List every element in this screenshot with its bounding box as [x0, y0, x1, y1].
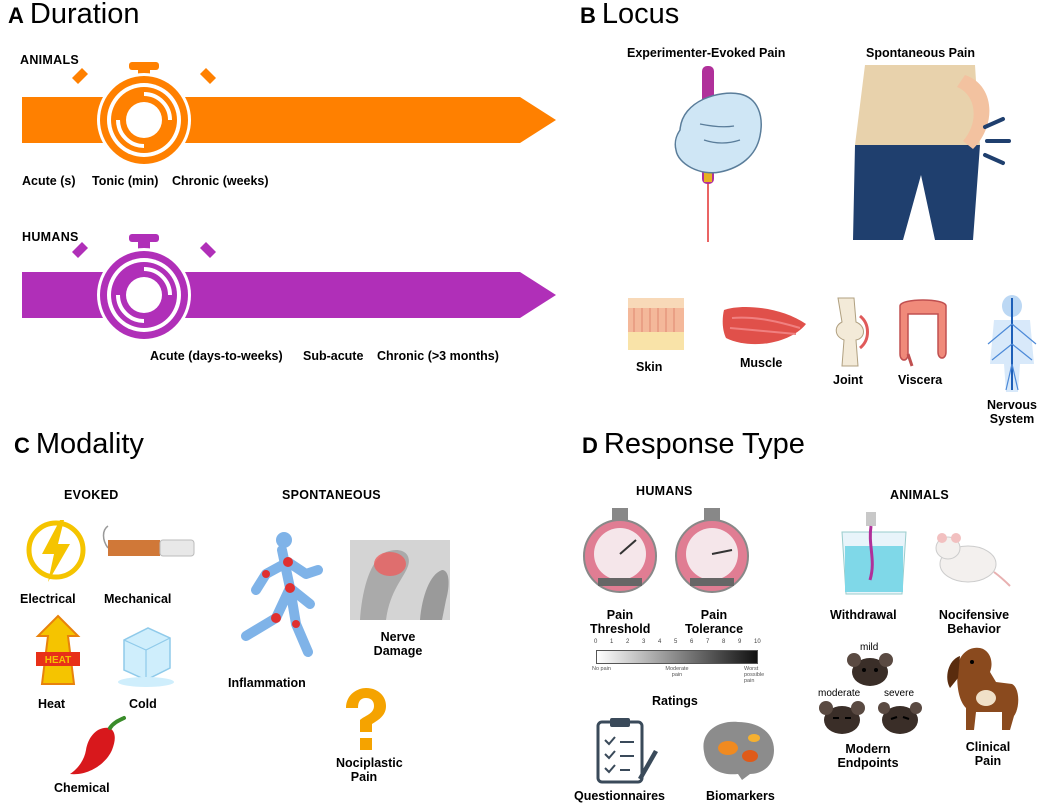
panel-d-title-text: Response Type	[603, 428, 805, 460]
rating-tick-label: 0	[594, 639, 598, 645]
rating-anchor-moderate: Moderate pain	[665, 666, 689, 678]
spontaneous-inflammation-label: Inflammation	[228, 676, 306, 690]
tissue-muscle-label: Muscle	[740, 356, 783, 370]
algometer-threshold-icon	[583, 508, 657, 593]
withdrawal-label: Withdrawal	[830, 608, 897, 622]
nervous-system-icon	[987, 295, 1037, 392]
question-mark-icon	[346, 688, 386, 750]
humans-timeline-graphic	[22, 234, 556, 342]
ice-cube-icon	[118, 627, 174, 687]
spontaneous-nerve-damage-label: Nerve Damage	[373, 630, 423, 658]
running-person-inflammation-icon	[241, 532, 323, 657]
rating-tick-label: 2	[626, 639, 630, 645]
rating-tick-label: 5	[674, 639, 678, 645]
tissue-nervous-system-label: Nervous System	[986, 398, 1038, 426]
joint-icon	[835, 297, 869, 367]
algometer-tolerance-icon	[675, 508, 749, 593]
modality-chemical-label: Chemical	[54, 781, 110, 795]
grimace-moderate-label: moderate	[818, 688, 861, 699]
panel-b-letter: B	[580, 3, 596, 28]
mouse-grimace-moderate-icon	[819, 701, 865, 734]
lightning-icon	[26, 520, 86, 582]
animals-timeline-graphic	[22, 62, 556, 167]
rating-tick-label: 6	[690, 639, 694, 645]
heat-sign-text: HEAT	[45, 655, 71, 666]
rating-tick-label: 10	[754, 639, 761, 645]
animal-phase-chronic: Chronic (weeks)	[172, 174, 269, 188]
animal-phase-acute: Acute (s)	[22, 174, 76, 188]
heat-icon: HEAT	[35, 614, 81, 685]
rating-tick-label: 9	[738, 639, 742, 645]
evoked-pain-label: Experimenter-Evoked Pain	[627, 46, 786, 60]
spontaneous-pain-label: Spontaneous Pain	[866, 46, 976, 60]
gloved-hand-probe-icon	[674, 66, 762, 242]
humans-response-header: HUMANS	[636, 484, 693, 498]
questionnaires-label: Questionnaires	[574, 789, 665, 803]
human-phase-subacute: Sub-acute	[303, 349, 364, 363]
rating-tick-label: 7	[706, 639, 710, 645]
panel-c-title-text: Modality	[35, 428, 144, 460]
rating-tick-label: 1	[610, 639, 614, 645]
rating-anchor-none: No pain	[592, 666, 611, 672]
grimace-mild-label: mild	[860, 642, 879, 653]
rating-tick-label: 8	[722, 639, 726, 645]
pain-tolerance-label: Pain Tolerance	[684, 608, 744, 636]
mouse-grimace-severe-icon	[878, 702, 922, 734]
pain-threshold-label: Pain Threshold	[590, 608, 651, 636]
spontaneous-header: SPONTANEOUS	[282, 488, 381, 502]
mouse-grimace-mild-icon	[847, 653, 893, 686]
chili-pepper-icon	[70, 716, 126, 775]
animals-response-header: ANIMALS	[890, 488, 950, 502]
modality-electrical-label: Electrical	[20, 592, 76, 606]
ratings-label: Ratings	[652, 694, 698, 708]
modern-endpoints-label: Modern Endpoints	[837, 742, 899, 770]
humans-duration-label: HUMANS	[22, 230, 79, 244]
skin-icon	[628, 298, 684, 350]
brain-biomarker-icon	[703, 721, 774, 780]
rating-scale-ticks: 0 1 2 3 4 5 6 7 8 9 10	[594, 639, 761, 649]
tissue-joint-label: Joint	[833, 373, 863, 387]
animals-duration-label: ANIMALS	[20, 53, 80, 67]
stopwatch-icon	[72, 234, 216, 342]
panel-c-letter: C	[14, 433, 30, 458]
human-phase-chronic: Chronic (>3 months)	[377, 349, 499, 363]
panel-a-title-text: Duration	[29, 0, 140, 30]
panel-b-title-text: Locus	[601, 0, 680, 30]
rating-scale-bar	[596, 650, 758, 664]
tissue-skin-label: Skin	[636, 360, 663, 374]
muscle-icon	[722, 306, 806, 345]
spontaneous-back-pain-icon	[853, 65, 1011, 240]
evoked-header: EVOKED	[64, 488, 119, 502]
clipboard-questionnaire-icon	[596, 718, 658, 784]
rat-nocifensive-icon	[935, 533, 1011, 587]
grimace-severe-label: severe	[884, 688, 915, 699]
modality-cold-label: Cold	[129, 697, 157, 711]
rating-anchor-worst: Worst possible pain	[744, 666, 765, 684]
panel-a-letter: A	[8, 3, 24, 28]
biomarkers-label: Biomarkers	[706, 789, 775, 803]
dog-clinical-pain-icon	[947, 647, 1019, 730]
human-phase-acute: Acute (days-to-weeks)	[150, 349, 283, 363]
animal-phase-tonic: Tonic (min)	[92, 174, 159, 188]
rating-tick-label: 3	[642, 639, 646, 645]
panel-d-letter: D	[582, 433, 598, 458]
beaker-withdrawal-icon	[841, 512, 907, 595]
feet-nerve-damage-icon	[350, 540, 450, 620]
spontaneous-nociplastic-label: Nociplastic Pain	[336, 756, 403, 784]
modality-heat-label: Heat	[38, 697, 66, 711]
stopwatch-icon	[72, 62, 216, 167]
nocifensive-behavior-label: Nocifensive Behavior	[938, 608, 1010, 636]
tissue-viscera-label: Viscera	[898, 373, 943, 387]
clinical-pain-label: Clinical Pain	[965, 740, 1011, 768]
rating-tick-label: 4	[658, 639, 662, 645]
von-frey-filament-icon	[102, 525, 195, 557]
viscera-icon	[899, 299, 947, 367]
modality-mechanical-label: Mechanical	[104, 592, 172, 606]
